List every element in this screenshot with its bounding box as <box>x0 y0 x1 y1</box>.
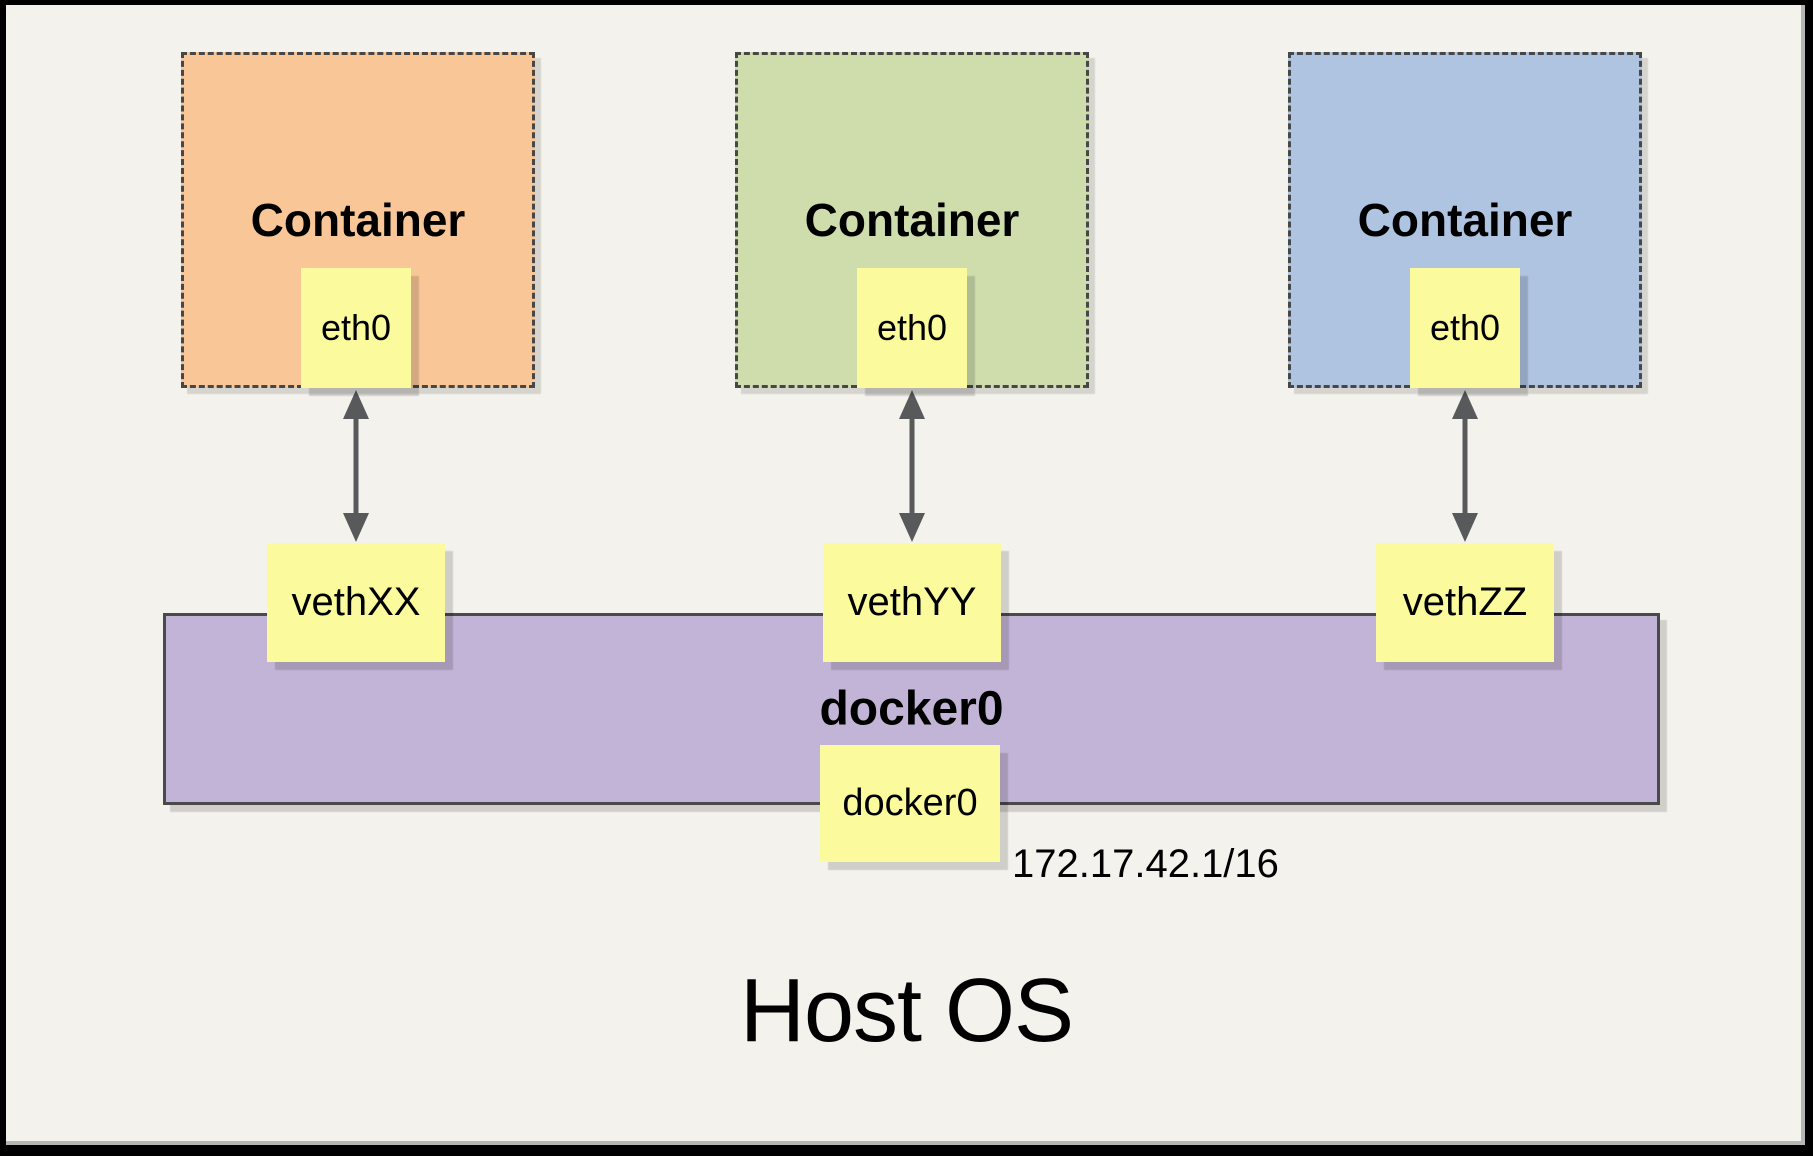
arrow-head-down <box>1452 513 1478 542</box>
double-arrow-icon <box>343 390 369 542</box>
eth0-label: eth0 <box>876 307 948 348</box>
container-label: Container <box>250 194 466 246</box>
arrow-head-up <box>343 390 369 419</box>
veth-label: vethZZ <box>1402 580 1528 624</box>
veth-label: vethXX <box>291 580 421 624</box>
eth0-box-1: eth0 <box>301 268 411 388</box>
veth-label: vethYY <box>847 580 977 624</box>
double-arrow-icon <box>899 390 925 542</box>
docker0-bridge-label: docker0 <box>819 682 1004 736</box>
docker0-interface-label: docker0 <box>842 782 978 824</box>
bridge-ip-address: 172.17.42.1/16 <box>1012 842 1279 886</box>
veth-box-3: vethZZ <box>1376 543 1554 662</box>
arrow-head-up <box>1452 390 1478 419</box>
arrow-head-up <box>899 390 925 419</box>
double-arrow-icon <box>1452 390 1478 542</box>
host-os-label: Host OS <box>739 961 1074 1061</box>
eth0-label: eth0 <box>320 307 392 348</box>
veth-box-1: vethXX <box>267 543 445 662</box>
arrow-head-down <box>899 513 925 542</box>
container-label: Container <box>804 194 1020 246</box>
container-label: Container <box>1357 194 1573 246</box>
docker0-interface-box: docker0 <box>820 745 1000 862</box>
arrow-head-down <box>343 513 369 542</box>
eth0-box-2: eth0 <box>857 268 967 388</box>
veth-box-2: vethYY <box>823 543 1001 662</box>
eth0-label: eth0 <box>1429 307 1501 348</box>
eth0-box-3: eth0 <box>1410 268 1520 388</box>
